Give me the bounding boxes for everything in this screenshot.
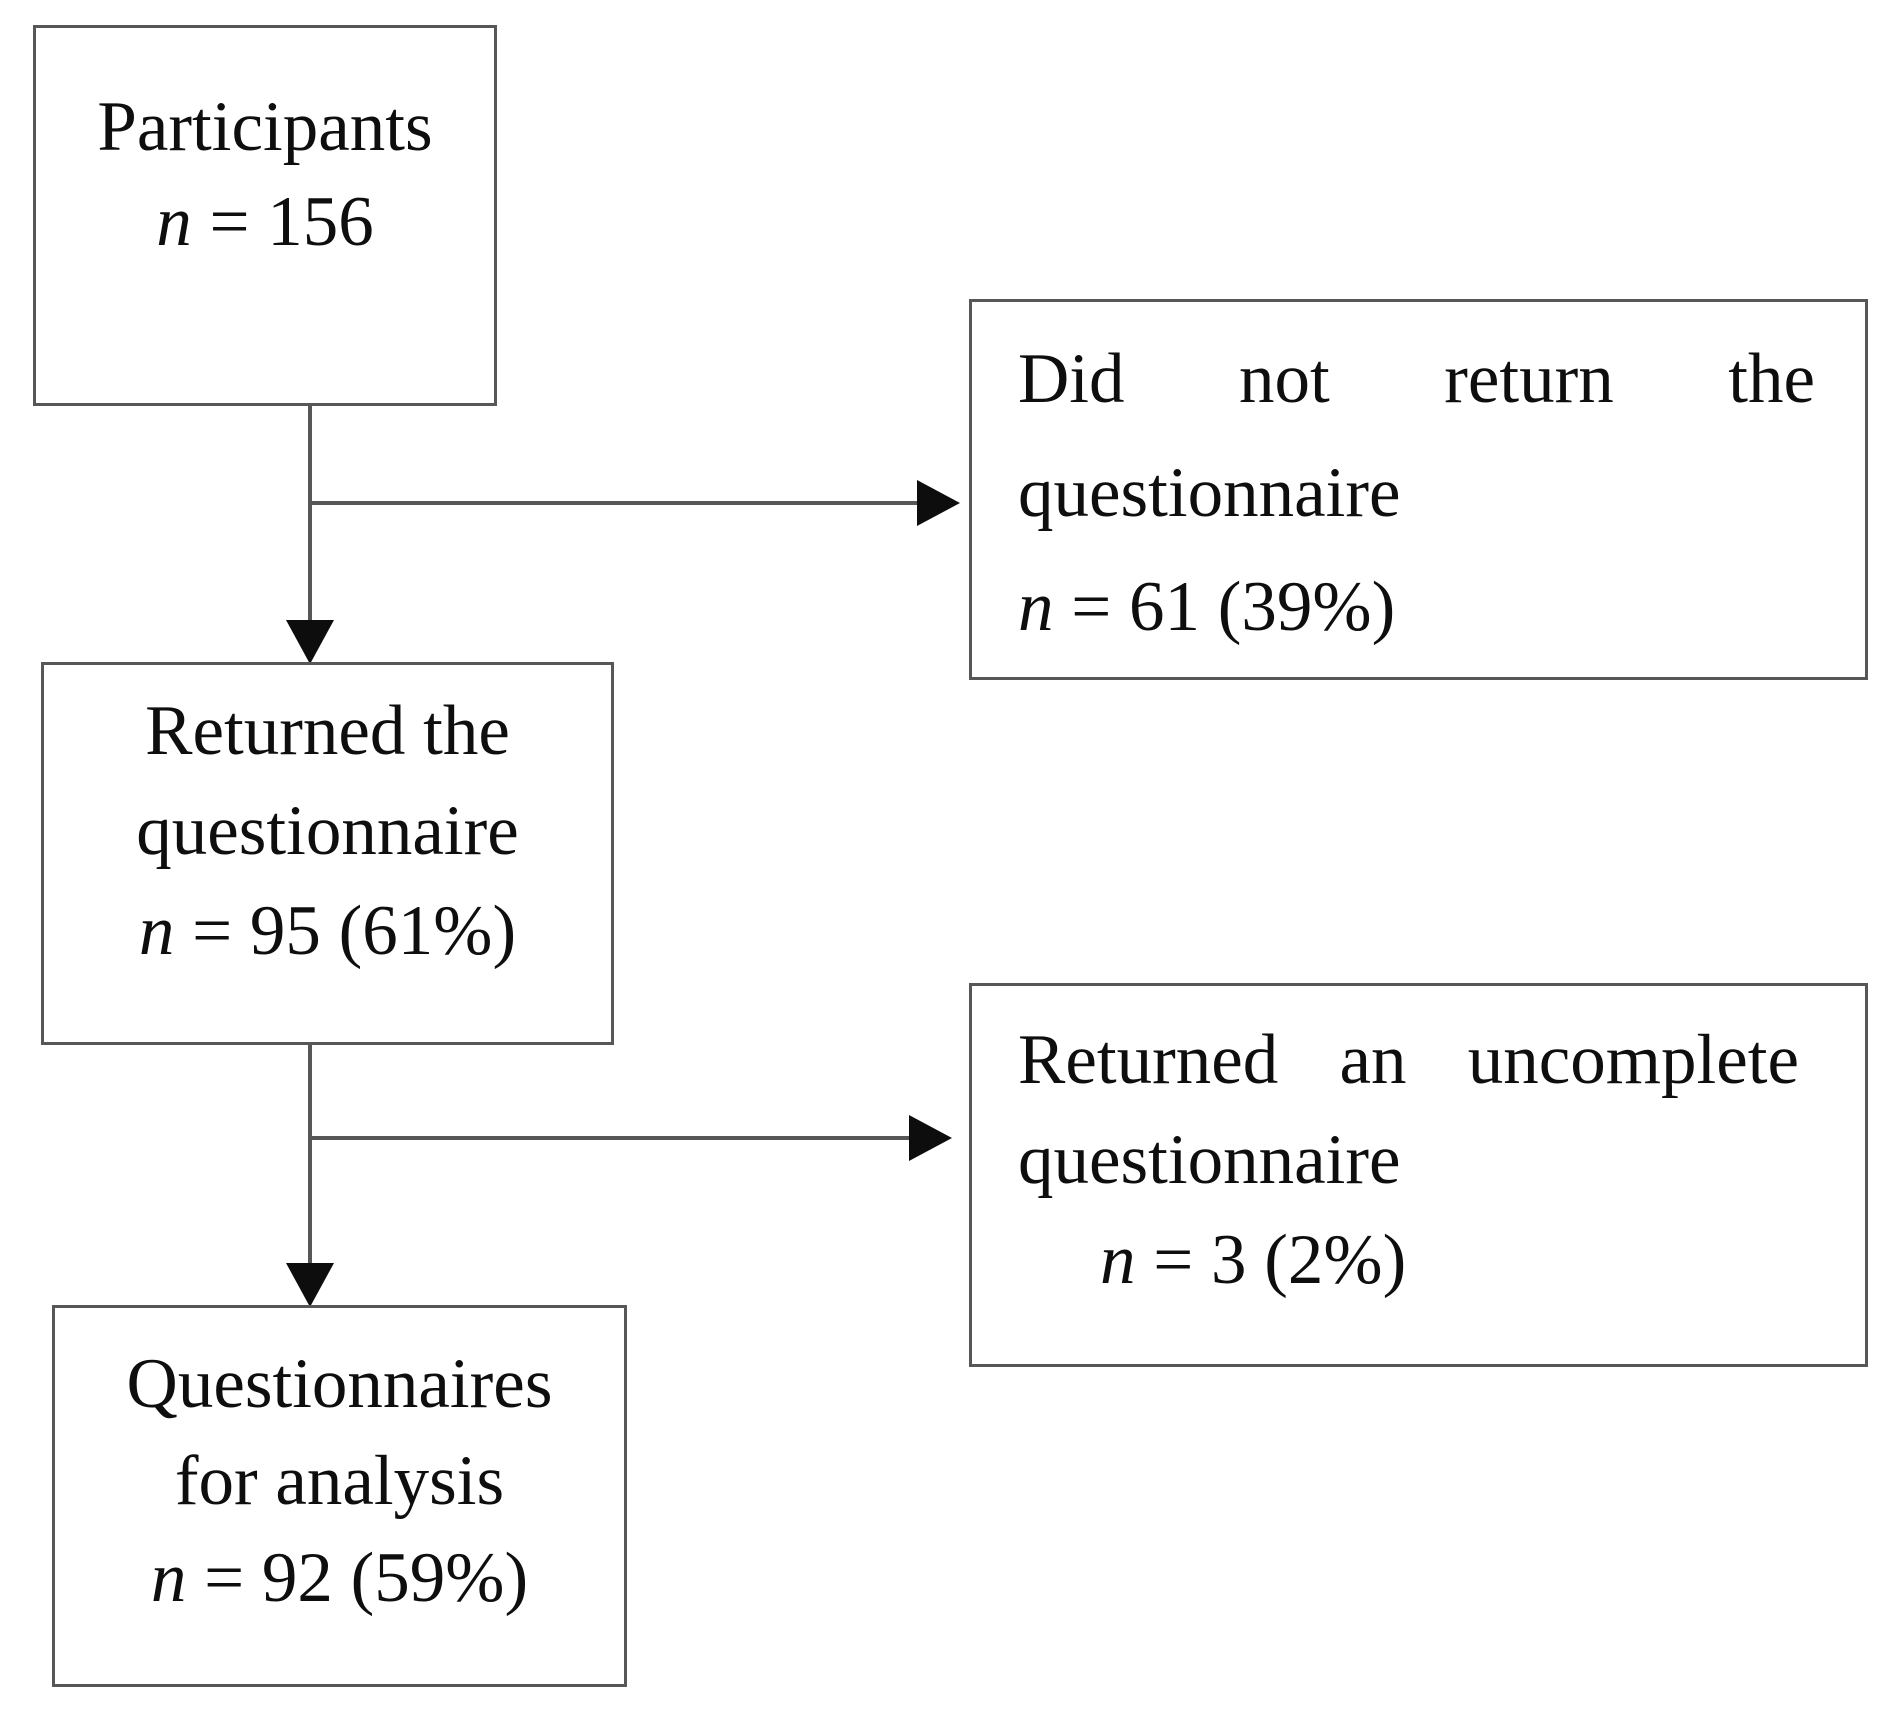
not-returned-label-line1: Did not return the <box>1018 340 1815 418</box>
n-value: = 95 (61%) <box>174 892 517 970</box>
returned-count: n = 95 (61%) <box>44 881 611 981</box>
not-returned-count: n = 61 (39%) <box>1018 550 1815 664</box>
participants-count: n = 156 <box>36 175 494 270</box>
connector-branch-to-uncomplete <box>310 1136 910 1140</box>
n-symbol: n <box>1018 568 1054 646</box>
not-returned-box: Did not return the questionnaire n = 61 … <box>969 299 1868 680</box>
analysis-label-line1: Questionnaires <box>126 1345 553 1423</box>
uncomplete-box: Returned an uncomplete questionnaire n =… <box>969 983 1868 1367</box>
uncomplete-label-line1: Returned an uncomplete <box>1018 1021 1799 1099</box>
returned-box: Returned the questionnaire n = 95 (61%) <box>41 662 614 1045</box>
arrowhead-down-icon <box>286 1263 334 1307</box>
participants-box: Participants n = 156 <box>33 25 497 406</box>
n-symbol: n <box>1100 1221 1136 1299</box>
n-value: = 156 <box>191 183 374 261</box>
n-value: = 92 (59%) <box>186 1539 529 1617</box>
n-value: = 3 (2%) <box>1135 1221 1407 1299</box>
not-returned-label-line2: questionnaire <box>1018 454 1401 532</box>
arrowhead-right-icon <box>909 1115 952 1161</box>
n-symbol: n <box>138 892 175 970</box>
returned-label-line1: Returned the <box>145 692 510 770</box>
uncomplete-count: n = 3 (2%) <box>1018 1210 1799 1310</box>
participants-label: Participants <box>97 88 433 166</box>
connector-branch-to-not-returned <box>310 501 918 505</box>
connector-returned-to-analysis <box>308 1045 312 1265</box>
uncomplete-label-line2: questionnaire <box>1018 1121 1401 1199</box>
arrowhead-right-icon <box>917 480 960 526</box>
returned-label-line2: questionnaire <box>136 792 519 870</box>
n-symbol: n <box>156 183 192 261</box>
analysis-count: n = 92 (59%) <box>55 1530 624 1627</box>
n-value: = 61 (39%) <box>1053 568 1396 646</box>
connector-participants-to-returned <box>308 406 312 622</box>
analysis-label-line2: for analysis <box>174 1442 505 1520</box>
arrowhead-down-icon <box>286 620 334 664</box>
analysis-box: Questionnaires for analysis n = 92 (59%) <box>52 1305 627 1687</box>
n-symbol: n <box>150 1539 187 1617</box>
